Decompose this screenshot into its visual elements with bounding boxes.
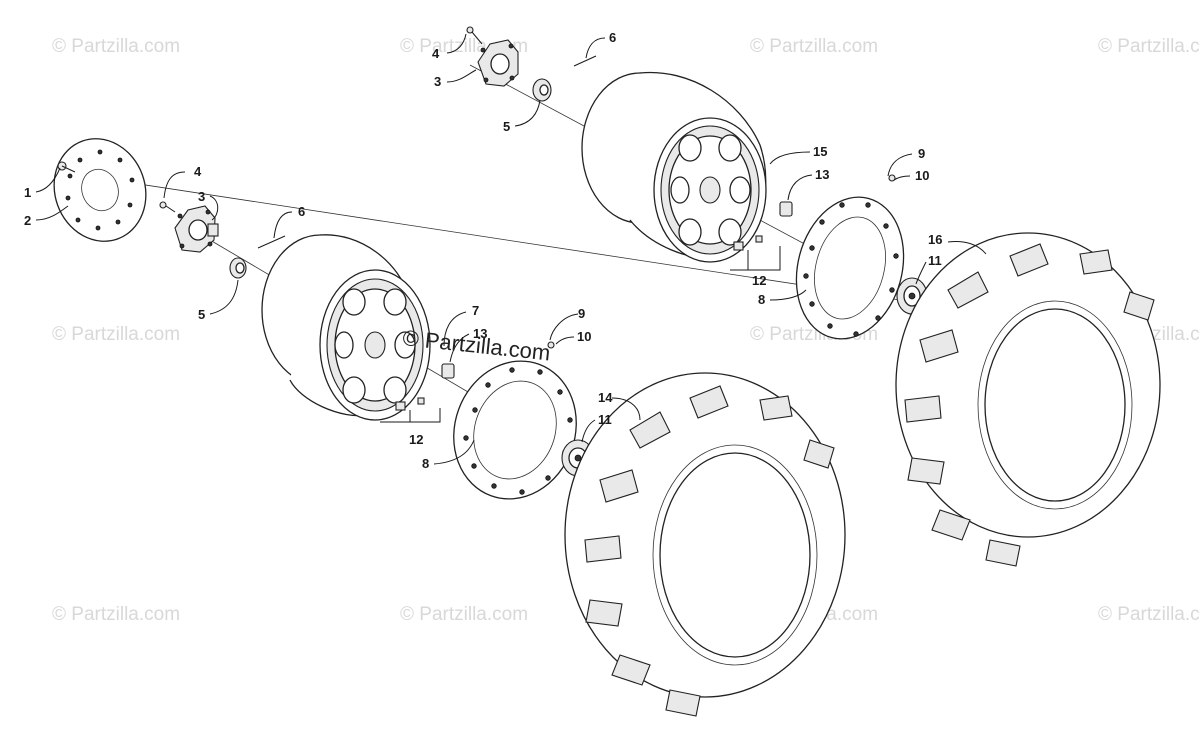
cotter-pin-right: [573, 55, 597, 67]
callout-labels: 1 2 4 3 5 6 4 3 5 6 7 13 8 9 10 11 12 14…: [24, 30, 942, 471]
callout-3-left: 3: [198, 189, 205, 204]
watermark: © Partzilla.com: [1098, 36, 1200, 57]
callout-5-right: 5: [503, 119, 510, 134]
callout-5-left: 5: [198, 307, 205, 322]
callout-9-right: 9: [918, 146, 925, 161]
watermark: © Partzilla.com: [52, 324, 180, 345]
callout-4-left: 4: [194, 164, 202, 179]
axle-nut-right: [532, 78, 552, 102]
wheel-hub-right: [477, 39, 519, 87]
callout-14: 14: [598, 390, 613, 405]
watermark: © Partzilla.com: [52, 36, 180, 57]
axle-nut-left: [229, 257, 247, 279]
tire-left: [564, 372, 846, 717]
callout-9-left: 9: [578, 306, 585, 321]
callout-8-left: 8: [422, 456, 429, 471]
callout-11-left: 11: [598, 412, 612, 427]
watermark: © Partzilla.com: [400, 604, 528, 625]
valve-stem-right: [733, 235, 763, 251]
callout-12-right: 12: [752, 273, 766, 288]
callout-6-right: 6: [609, 30, 616, 45]
wheel-rim-right: [581, 71, 767, 263]
watermark: © Partzilla.com: [1098, 604, 1200, 625]
valve-stem-left: [395, 397, 425, 411]
callout-12-left: 12: [409, 432, 423, 447]
lug-nut-right: [779, 201, 793, 217]
callout-11-right: 11: [928, 253, 942, 268]
callout-8-right: 8: [758, 292, 765, 307]
callout-2: 2: [24, 213, 31, 228]
hub-stud-right: [466, 26, 483, 45]
ring-bolt-right: [888, 174, 896, 182]
watermark: © Partzilla.com: [750, 36, 878, 57]
brake-disc: [53, 138, 147, 242]
beadlock-ring-left: [453, 360, 577, 500]
callout-13-right: 13: [815, 167, 829, 182]
wheel-rim-left: [261, 234, 431, 421]
callout-7: 7: [472, 303, 479, 318]
callout-13-left: 13: [473, 326, 487, 341]
callout-10-left: 10: [577, 329, 591, 344]
callout-15: 15: [813, 144, 827, 159]
callout-3-right: 3: [434, 74, 441, 89]
wheel-hub-left: [174, 205, 219, 253]
lug-nut-left: [441, 363, 455, 379]
callout-leaders: [35, 33, 987, 465]
callout-16: 16: [928, 232, 942, 247]
cotter-pin-left: [257, 235, 286, 249]
ring-bolt-left: [547, 341, 555, 349]
callout-1: 1: [24, 185, 31, 200]
tire-right: [895, 232, 1161, 567]
callout-4-right: 4: [432, 46, 440, 61]
watermark: © Partzilla.com: [52, 604, 180, 625]
callout-10-right: 10: [915, 168, 929, 183]
callout-6-left: 6: [298, 204, 305, 219]
beadlock-ring-right: [795, 196, 905, 340]
hub-stud-left: [159, 201, 176, 213]
